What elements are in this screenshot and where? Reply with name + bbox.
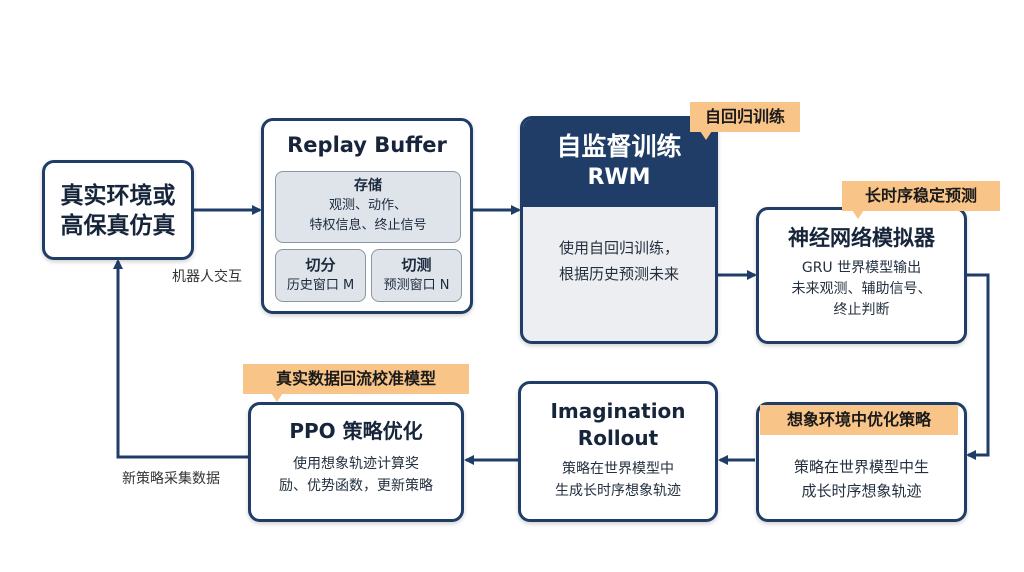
arrow-ppo-to-env (113, 259, 248, 459)
ppo-line1: 使用想象轨迹计算奖 (293, 456, 419, 472)
tag-long-horizon: 长时序稳定预测 (842, 181, 1000, 219)
real-env-line1: 真实环境或 (60, 183, 176, 209)
cut-text: 预测窗口 N (383, 278, 450, 293)
arrow-sim-to-imagine (966, 273, 990, 460)
tag-autoregressive: 自回归训练 (690, 102, 800, 140)
node-neural-sim: 神经网络模拟器 GRU 世界模型输出 未来观测、辅助信号、 终止判断 (756, 207, 967, 344)
tag-real-data-text: 真实数据回流校准模型 (275, 369, 436, 388)
imagine-opt-line2: 成长时序想象轨迹 (801, 482, 922, 500)
storage-line1: 观测、动作、 (328, 198, 407, 213)
rwm-title-line1: 自监督训练 (556, 132, 682, 161)
edge-label-new-policy-collect: 新策略采集数据 (122, 471, 220, 487)
replay-buffer-title: Replay Buffer (287, 133, 447, 157)
rwm-text-line2: 根据历史预测未来 (558, 265, 679, 283)
node-rwm: 自监督训练 RWM 使用自回归训练， 根据历史预测未来 (520, 116, 718, 344)
neural-sim-line2: 未来观测、辅助信号、 (791, 281, 932, 297)
tag-imagine-env-text: 想象环境中优化策略 (786, 410, 931, 429)
slice-text: 历史窗口 M (286, 278, 355, 293)
imagine-opt-line1: 策略在世界模型中生 (793, 458, 929, 476)
buffer-storage: 存储 观测、动作、 特权信息、终止信号 (275, 171, 461, 243)
node-imagination-rollout: Imagination Rollout 策略在世界模型中 生成长时序想象轨迹 (518, 381, 718, 522)
tag-imagine-env: 想象环境中优化策略 (760, 405, 958, 435)
tag-long-horizon-text: 长时序稳定预测 (864, 186, 977, 205)
neural-sim-line1: GRU 世界模型输出 (801, 260, 922, 276)
node-real-env: 真实环境或 高保真仿真 (42, 160, 194, 260)
ppo-line2: 励、优势函数，更新策略 (279, 478, 433, 494)
slice-title: 切分 (305, 256, 336, 274)
storage-title: 存储 (354, 178, 382, 194)
rwm-text-line1: 使用自回归训练， (558, 239, 679, 257)
node-ppo: PPO 策略优化 使用想象轨迹计算奖 励、优势函数，更新策略 (248, 402, 464, 522)
buffer-cut: 切测 预测窗口 N (371, 249, 462, 302)
edge-label-robot-interaction: 机器人交互 (172, 269, 242, 285)
neural-sim-line3: 终止判断 (833, 302, 890, 318)
rollout-title-line2: Rollout (577, 426, 659, 450)
node-imagine-opt: 策略在世界模型中生 成长时序想象轨迹 (756, 402, 967, 522)
neural-sim-title: 神经网络模拟器 (788, 226, 935, 250)
real-env-line2: 高保真仿真 (60, 213, 176, 239)
rollout-line2: 生成长时序想象轨迹 (555, 483, 681, 499)
tag-real-data: 真实数据回流校准模型 (243, 364, 469, 402)
cut-title: 切测 (401, 256, 432, 274)
rwm-header: 自监督训练 RWM (523, 119, 715, 207)
rollout-title-line1: Imagination (550, 399, 686, 423)
buffer-slice: 切分 历史窗口 M (275, 249, 366, 302)
rollout-line1: 策略在世界模型中 (562, 461, 674, 477)
node-replay-buffer: Replay Buffer 存储 观测、动作、 特权信息、终止信号 切分 历史窗… (261, 118, 473, 314)
storage-line2: 特权信息、终止信号 (309, 218, 427, 233)
tag-autoregressive-text: 自回归训练 (704, 107, 785, 126)
rwm-title-line2: RWM (587, 165, 651, 190)
ppo-title: PPO 策略优化 (289, 419, 423, 443)
